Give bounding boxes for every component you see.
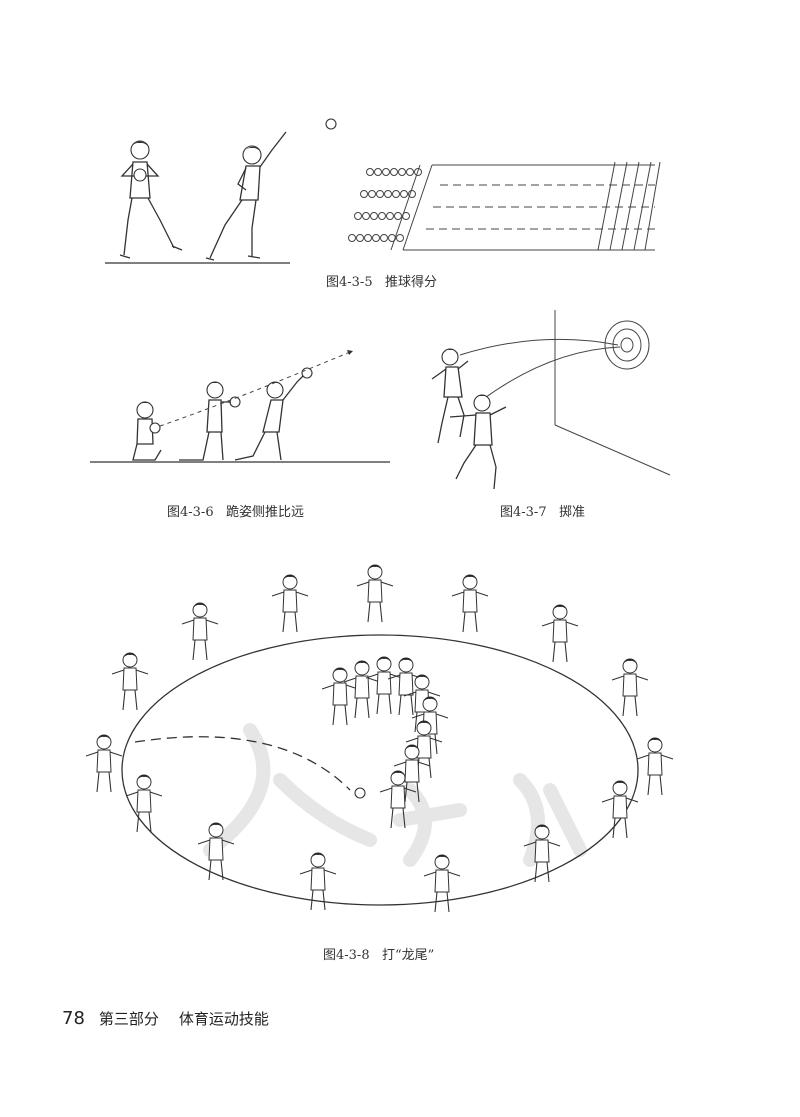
child-figure — [449, 394, 507, 490]
throw-path — [134, 736, 351, 791]
ball — [325, 118, 337, 130]
figure-4-3-5-illustration — [105, 118, 661, 264]
child-figure — [356, 564, 394, 623]
page-number: 78 — [62, 1008, 85, 1029]
trajectory-line — [481, 346, 621, 401]
caption-number: 图4-3-7 — [500, 505, 547, 520]
caption-number: 图4-3-8 — [323, 948, 370, 963]
child-figure — [234, 367, 313, 461]
trajectory-line — [159, 351, 351, 427]
figure-caption-4-3-8: 图4-3-8 打“龙尾” — [323, 944, 434, 963]
child-figure — [132, 401, 162, 461]
child-figure — [601, 780, 639, 839]
child-figure — [431, 348, 469, 444]
figure-caption-4-3-6: 图4-3-6 跪姿侧推比远 — [167, 501, 304, 520]
section-label: 体育运动技能 — [178, 1010, 269, 1028]
child-figure — [181, 602, 219, 661]
dragon-chain-child — [321, 667, 359, 726]
child-figure — [451, 574, 489, 633]
child-figure — [179, 381, 241, 461]
caption-title: 推球得分 — [385, 275, 438, 290]
child-figure — [111, 652, 149, 711]
scoring-lanes — [390, 161, 661, 251]
figure-caption-4-3-7: 图4-3-7 掷准 — [500, 501, 585, 520]
child-figure — [541, 604, 579, 663]
caption-number: 图4-3-6 — [167, 505, 214, 520]
arrow-head — [347, 350, 353, 355]
child-figure — [271, 574, 309, 633]
caption-title: 打“龙尾” — [382, 948, 435, 963]
caption-number: 图4-3-5 — [326, 275, 373, 290]
child-figure — [423, 854, 461, 913]
watermark — [203, 723, 587, 867]
caption-title: 跪姿侧推比远 — [226, 505, 305, 520]
child-figure — [85, 734, 123, 793]
figure-4-3-8-illustration — [85, 564, 674, 913]
part-label: 第三部分 — [98, 1010, 159, 1028]
figure-4-3-6-illustration — [90, 350, 390, 463]
child-figure — [125, 774, 163, 833]
child-figure — [636, 737, 674, 796]
child-figure — [611, 658, 649, 717]
trajectory-line — [459, 338, 619, 356]
floor-edge — [554, 424, 671, 476]
dragon-chain-child — [365, 656, 403, 715]
figure-caption-4-3-5: 图4-3-5 推球得分 — [326, 271, 437, 290]
ball — [354, 787, 366, 799]
target — [604, 320, 650, 370]
child-figure — [119, 140, 183, 259]
caption-title: 掷准 — [559, 505, 586, 520]
page-footer: 78 第三部分 体育运动技能 — [62, 1008, 269, 1029]
ball-rows — [348, 168, 422, 242]
play-circle — [121, 634, 639, 906]
dragon-chain-child — [343, 660, 381, 719]
figure-4-3-7-illustration — [431, 310, 671, 490]
child-figure — [205, 131, 287, 261]
